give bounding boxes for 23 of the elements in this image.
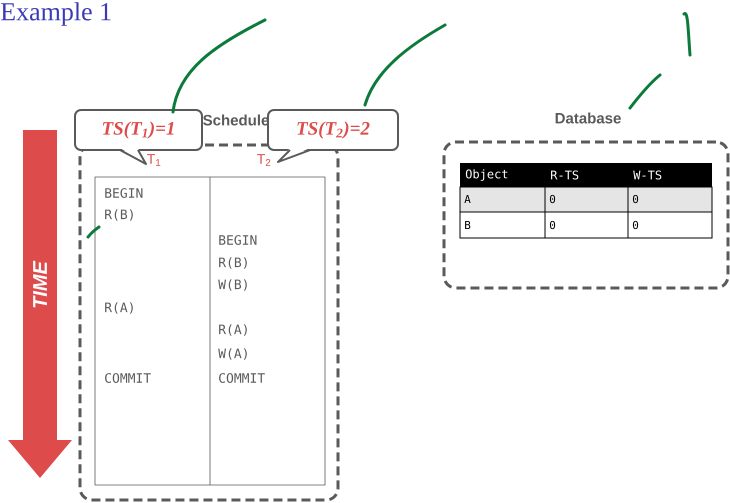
column-header: R-TS — [551, 170, 578, 180]
operation-text: BEGIN — [219, 235, 256, 245]
title: Example 1 — [0, 2, 111, 26]
table-cell: 0 — [550, 220, 556, 230]
table-cell: 0 — [632, 220, 638, 230]
column-header: W-TS — [633, 170, 662, 180]
operation-text: W(A) — [218, 348, 247, 360]
node-label: Database — [556, 112, 621, 124]
operation-text: BEGIN — [105, 188, 142, 198]
node-label: Schedule — [203, 114, 269, 126]
operation-text: R(B) — [219, 257, 247, 269]
operation-text: W(B) — [218, 279, 247, 291]
transaction-label: T$_{1}$ — [147, 154, 160, 166]
operation-text: R(A) — [105, 302, 133, 314]
operation-text: COMMIT — [219, 373, 265, 383]
operation-text: R(B) — [105, 209, 133, 221]
operation-text: R(A) — [219, 324, 247, 336]
table-cell: A — [464, 195, 471, 203]
table-cell: 0 — [550, 194, 556, 204]
operation-text: COMMIT — [105, 373, 151, 383]
table-cell: 0 — [632, 194, 638, 204]
column-header: Object — [466, 169, 508, 181]
table-cell: B — [465, 221, 470, 229]
